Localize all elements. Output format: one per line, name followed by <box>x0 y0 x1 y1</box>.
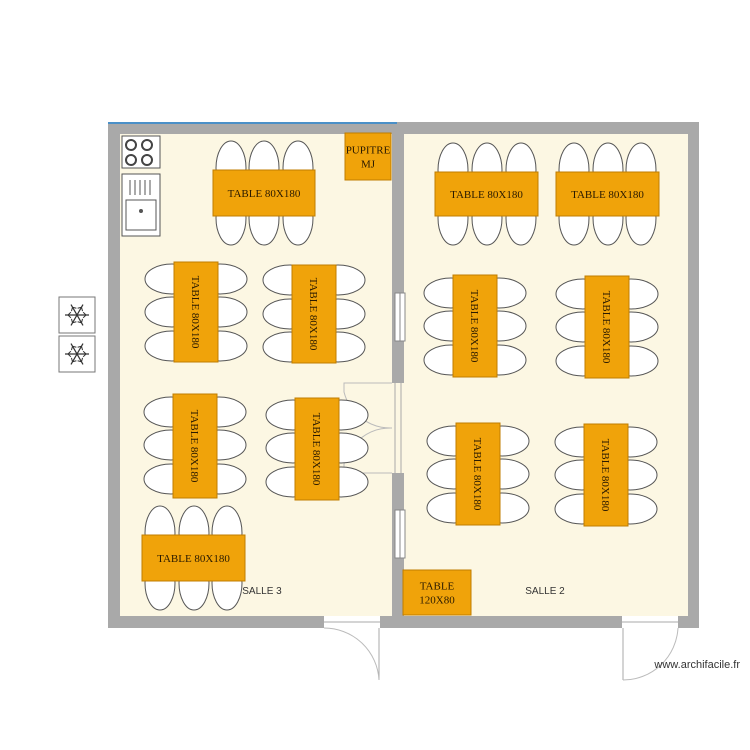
table: TABLE 80X180 <box>452 274 498 378</box>
room-label-salle-2: SALLE 2 <box>525 586 565 597</box>
table-label: TABLE 80X180 <box>468 290 480 363</box>
table-top <box>141 534 246 582</box>
table-top <box>583 423 629 527</box>
table: TABLE 80X180 <box>172 393 218 499</box>
table-label: TABLE 80X180 <box>310 413 322 486</box>
table-label: PUPITRE <box>346 145 391 157</box>
table: TABLE 80X180 <box>141 534 246 582</box>
snowflake-icon <box>58 335 96 373</box>
table-top <box>173 261 219 363</box>
table-top <box>294 397 340 501</box>
table-label: TABLE 80X180 <box>599 439 611 512</box>
table-label: TABLE 80X180 <box>571 189 644 201</box>
table-label: TABLE 80X180 <box>471 438 483 511</box>
table-top <box>434 171 539 217</box>
table-top <box>584 275 630 379</box>
table-top <box>452 274 498 378</box>
table: TABLE 80X180 <box>584 275 630 379</box>
table: TABLE 80X180 <box>555 171 660 217</box>
table-label: TABLE 80X180 <box>189 276 201 349</box>
snowflake-icon <box>58 296 96 334</box>
inner-door-opening <box>392 383 404 473</box>
stove-icon <box>121 135 161 169</box>
table-label: MJ <box>361 159 376 171</box>
table-top <box>555 171 660 217</box>
table: TABLE 120X80 <box>402 569 472 616</box>
table-label: TABLE 80X180 <box>157 553 230 565</box>
table-label: 120X80 <box>419 595 455 607</box>
table: TABLE 80X180 <box>212 169 316 217</box>
table-top <box>212 169 316 217</box>
table-top <box>172 393 218 499</box>
sink-icon <box>121 173 161 237</box>
table-label: TABLE 80X180 <box>450 189 523 201</box>
table: TABLE 80X180 <box>583 423 629 527</box>
table: PUPITRE MJ <box>344 132 392 181</box>
watermark: www.archifacile.fr <box>653 659 740 671</box>
door-left-swing <box>323 627 380 681</box>
table-top <box>402 569 472 616</box>
room-label-salle-3: SALLE 3 <box>242 586 282 597</box>
table-top <box>291 264 337 364</box>
table-label: TABLE 80X180 <box>188 410 200 483</box>
table-label: TABLE 80X180 <box>307 278 319 351</box>
table-label: TABLE <box>420 581 455 593</box>
table: TABLE 80X180 <box>455 422 501 526</box>
door-right-swing <box>622 627 679 681</box>
table: TABLE 80X180 <box>173 261 219 363</box>
table: TABLE 80X180 <box>434 171 539 217</box>
table-label: TABLE 80X180 <box>600 291 612 364</box>
table-top <box>455 422 501 526</box>
table-label: TABLE 80X180 <box>228 188 301 200</box>
table-top <box>344 132 392 181</box>
table: TABLE 80X180 <box>291 264 337 364</box>
table: TABLE 80X180 <box>294 397 340 501</box>
